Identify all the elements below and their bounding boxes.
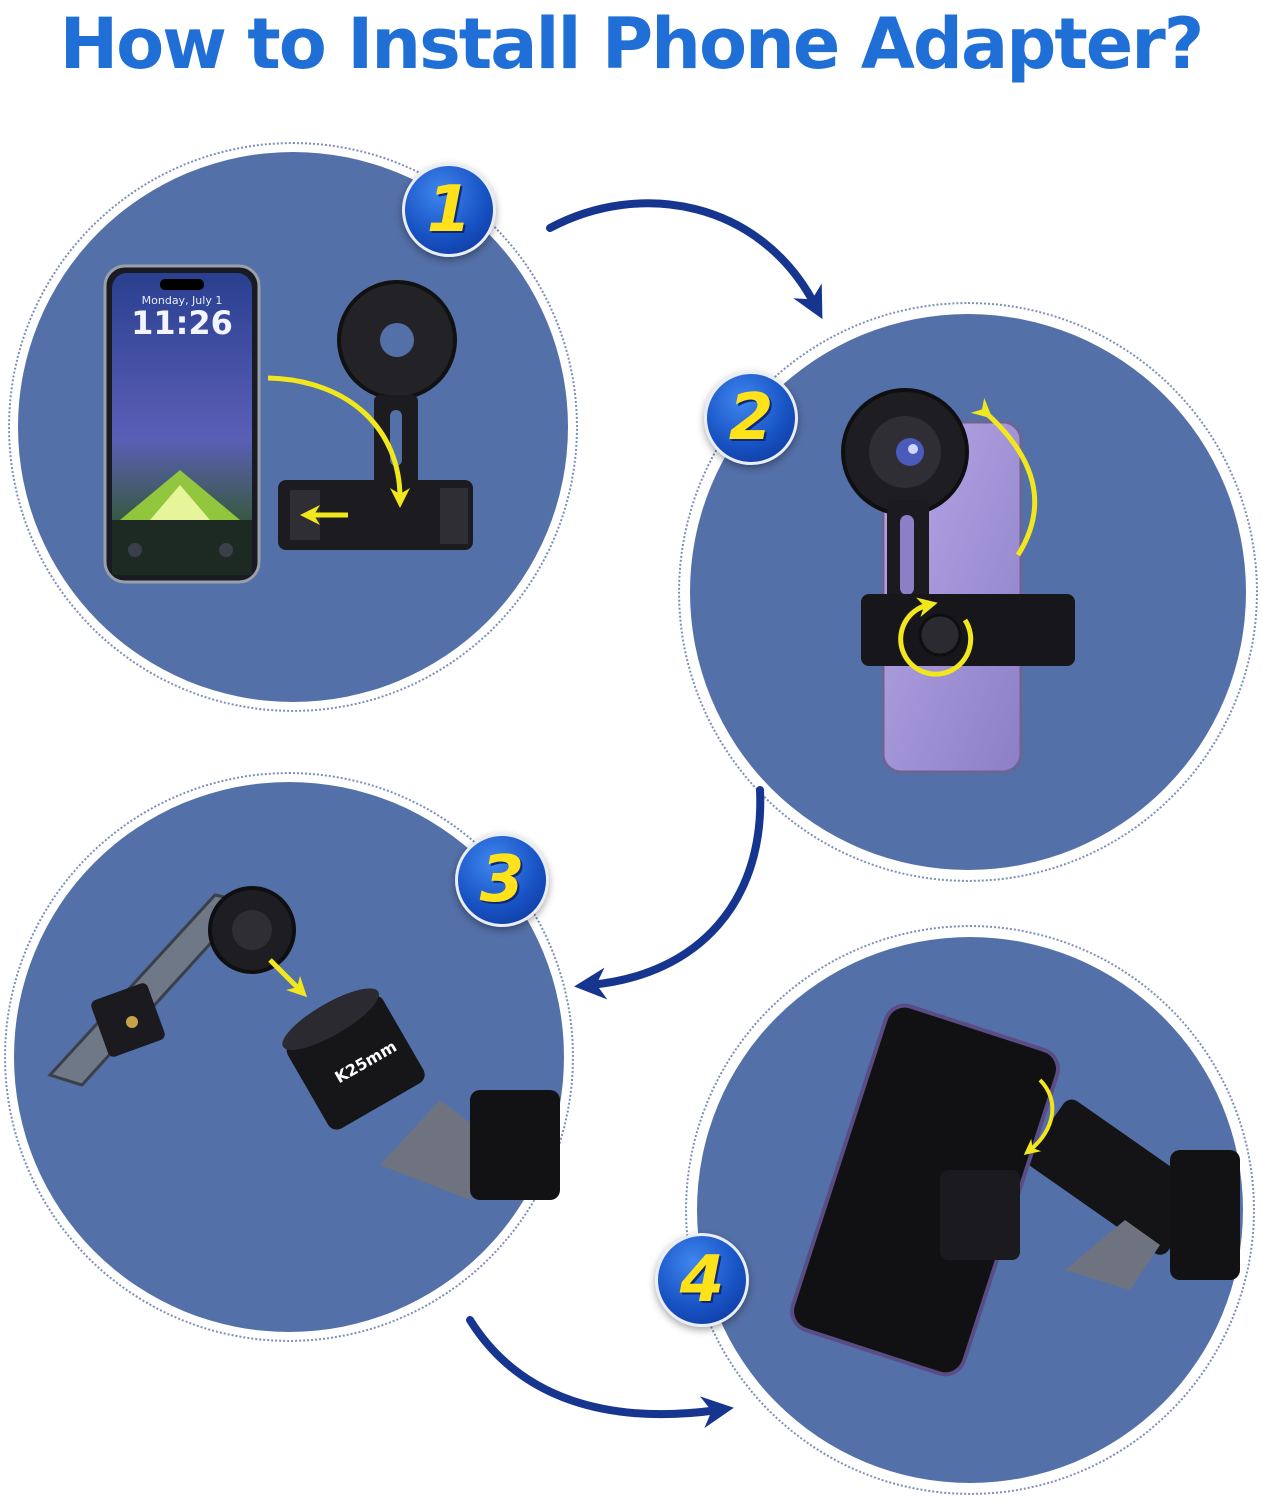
step-1-phone [103, 264, 261, 584]
step-4-badge: 4 [655, 1233, 749, 1327]
step-2-adapter [841, 388, 1075, 677]
step-4-ring [685, 925, 1255, 1495]
step-3-ring [4, 772, 574, 1342]
step-3-telescope: K25mm [282, 988, 560, 1200]
page-title: How to Install Phone Adapter? [59, 3, 1205, 85]
step-4-phone [790, 1003, 1060, 1377]
step-1-badge: 1 [402, 163, 496, 257]
step-4-telescope [1027, 1099, 1240, 1290]
step-4-number: 4 [679, 1243, 725, 1317]
step-1-number: 1 [426, 173, 472, 247]
step-2-ring [678, 302, 1258, 882]
step-3-badge: 3 [455, 833, 549, 927]
step-1-ring [8, 142, 578, 712]
step-3-number: 3 [479, 843, 525, 917]
step-1-adapter [267, 280, 473, 550]
step-2-badge: 2 [704, 371, 798, 465]
flow-arrow-2-to-3 [574, 786, 765, 1000]
step-2-number: 2 [728, 381, 774, 455]
flow-arrow-1-to-2 [546, 199, 823, 320]
phone-date: Monday, July 1 [141, 294, 223, 307]
flow-arrow-3-to-4 [466, 1316, 734, 1429]
phone-time: 11:26 [131, 304, 233, 342]
step-3-phone-adapter [47, 886, 308, 1087]
